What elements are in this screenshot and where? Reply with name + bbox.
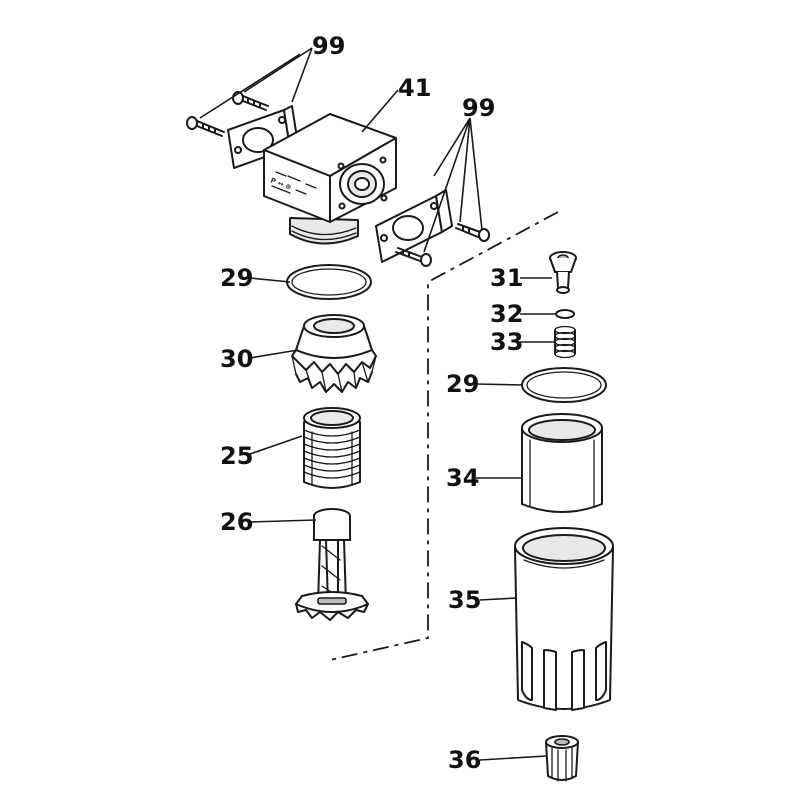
part-label: 99 [462, 94, 495, 122]
leader-lines [199, 47, 556, 761]
bracket-screw-lower [186, 116, 225, 137]
part-label: 36 [448, 746, 481, 774]
baffle [291, 314, 377, 393]
part-label: 34 [446, 464, 479, 492]
bracket-screw-right-upper [455, 223, 490, 242]
o-ring-lower [521, 367, 607, 403]
spring [554, 325, 576, 359]
bracket-screw-upper [232, 91, 269, 111]
part-label: 35 [448, 586, 481, 614]
right-mounting-bracket [375, 189, 453, 263]
part-label: 32 [490, 300, 523, 328]
part-label: 30 [220, 345, 253, 373]
bowl-guard [514, 527, 614, 711]
part-label: 33 [490, 328, 523, 356]
assembly-axis-line [329, 211, 559, 661]
part-label: 29 [446, 370, 479, 398]
bracket-screw-right-lower [395, 247, 432, 267]
part-label: 26 [220, 508, 253, 536]
part-label: 29 [220, 264, 253, 292]
drain-knob [545, 735, 579, 782]
part-label: 31 [490, 264, 523, 292]
part-label: 25 [220, 442, 253, 470]
filter-holder-stem [295, 508, 369, 621]
part-label: 41 [398, 74, 431, 102]
valve-body: P ↔ ⊕ [263, 113, 397, 245]
bowl [521, 413, 603, 513]
o-ring-upper [286, 264, 372, 300]
filter-element [303, 407, 361, 489]
washer [555, 309, 575, 319]
drain-valve-cap [549, 251, 577, 294]
part-label: 99 [312, 32, 345, 60]
